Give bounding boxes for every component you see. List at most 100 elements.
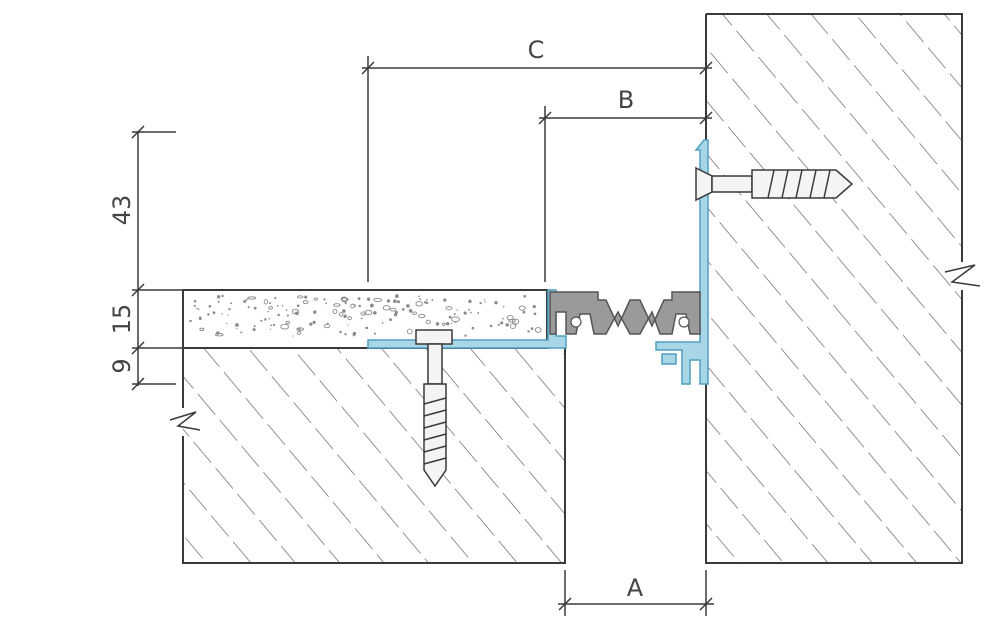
screed-aggregate-dot bbox=[468, 299, 472, 304]
aluminium-profile-right bbox=[655, 139, 709, 385]
screed-aggregate-dot bbox=[207, 313, 210, 316]
screed-aggregate-dot bbox=[453, 313, 456, 316]
dimension-b: B bbox=[538, 86, 713, 282]
screed-aggregate bbox=[189, 294, 542, 337]
screed-aggregate-dot bbox=[269, 302, 272, 305]
screed-aggregate-dot bbox=[500, 321, 504, 325]
screed-aggregate-dot bbox=[296, 304, 300, 308]
screed-aggregate-dot bbox=[502, 305, 505, 308]
screed-aggregate-dot bbox=[381, 322, 384, 324]
dimension-c-label: C bbox=[528, 36, 545, 64]
screed-aggregate-dot bbox=[347, 324, 349, 326]
screed-aggregate-dot bbox=[479, 301, 482, 305]
screed-aggregate-dot bbox=[360, 311, 367, 316]
screed-aggregate-dot bbox=[389, 307, 397, 312]
screed-aggregate-dot bbox=[235, 323, 239, 327]
screed-aggregate-dot bbox=[267, 310, 269, 313]
dimension-9-label: 9 bbox=[108, 358, 136, 373]
screed-aggregate-dot bbox=[323, 323, 331, 329]
screed-aggregate-dot bbox=[252, 328, 256, 332]
screed-aggregate-dot bbox=[366, 297, 371, 301]
screed-aggregate-dot bbox=[393, 299, 397, 304]
screed-aggregate-dot bbox=[463, 311, 467, 315]
screed-aggregate-dot bbox=[497, 323, 500, 326]
screed-aggregate-dot bbox=[448, 315, 452, 319]
screed-aggregate-dot bbox=[435, 322, 440, 326]
screed-aggregate-dot bbox=[393, 313, 398, 317]
screed-aggregate-dot bbox=[264, 318, 267, 321]
screed-aggregate-dot bbox=[365, 326, 369, 330]
screed-aggregate-dot bbox=[208, 304, 212, 308]
screed-aggregate-dot bbox=[477, 311, 480, 314]
left-concrete-slab bbox=[169, 348, 566, 564]
screed-aggregate-dot bbox=[470, 311, 472, 314]
screed-aggregate-dot bbox=[253, 325, 256, 328]
screed-aggregate-dot bbox=[227, 314, 229, 316]
screed-aggregate-dot bbox=[502, 317, 504, 320]
screed-aggregate-dot bbox=[253, 306, 257, 310]
screed-aggregate-dot bbox=[489, 324, 493, 328]
screed-aggregate-dot bbox=[243, 300, 247, 304]
screed-aggregate-dot bbox=[352, 331, 357, 336]
screed-aggregate-dot bbox=[236, 328, 238, 330]
screed-aggregate-dot bbox=[358, 304, 361, 308]
screed-aggregate-dot bbox=[527, 330, 530, 333]
screed-aggregate-dot bbox=[325, 302, 328, 305]
screed-aggregate-dot bbox=[406, 328, 413, 335]
screed-aggregate-dot bbox=[285, 309, 288, 311]
screed-aggregate-dot bbox=[523, 294, 527, 298]
screed-aggregate-dot bbox=[280, 323, 289, 330]
right-concrete-wall bbox=[705, 13, 981, 564]
screed-aggregate-dot bbox=[518, 305, 526, 311]
screed-aggregate-dot bbox=[269, 328, 272, 330]
dimension-b-label: B bbox=[618, 86, 634, 114]
dimension-vertical-chain: 43 15 9 bbox=[108, 125, 183, 391]
screed-aggregate-dot bbox=[268, 317, 271, 320]
rubber-insert bbox=[549, 291, 701, 335]
screed-aggregate-dot bbox=[506, 315, 514, 321]
screed-aggregate-dot bbox=[350, 303, 356, 309]
screed-aggregate-dot bbox=[373, 332, 376, 335]
screed-aggregate-dot bbox=[333, 303, 341, 307]
screed-aggregate-dot bbox=[415, 301, 423, 307]
screed-aggregate-dot bbox=[530, 327, 534, 330]
screed-aggregate-dot bbox=[446, 321, 450, 326]
screed-aggregate-dot bbox=[332, 308, 338, 314]
screed-aggregate-dot bbox=[323, 298, 326, 301]
dimension-43-label: 43 bbox=[108, 195, 136, 226]
screed-aggregate-dot bbox=[364, 309, 373, 316]
screed-aggregate-dot bbox=[274, 296, 277, 300]
screed-aggregate-dot bbox=[297, 330, 301, 335]
screed-aggregate-dot bbox=[511, 318, 520, 325]
screed-aggregate-dot bbox=[193, 299, 197, 303]
screed-aggregate-dot bbox=[286, 314, 289, 317]
screed-aggregate-dot bbox=[198, 317, 202, 321]
screed-aggregate-dot bbox=[304, 295, 308, 299]
dimension-15-label: 15 bbox=[108, 304, 136, 335]
screed-aggregate-dot bbox=[216, 295, 221, 299]
screed-aggregate-dot bbox=[426, 299, 428, 301]
screed-aggregate-dot bbox=[285, 320, 290, 325]
screed-aggregate-dot bbox=[373, 311, 377, 315]
screed-aggregate-dot bbox=[443, 298, 447, 302]
screed-aggregate-dot bbox=[360, 317, 363, 320]
screed-aggregate-dot bbox=[217, 300, 220, 303]
screed-aggregate-dot bbox=[451, 316, 460, 323]
screed-aggregate-dot bbox=[445, 306, 453, 311]
screed-aggregate-dot bbox=[247, 296, 257, 300]
screed-aggregate-dot bbox=[193, 304, 196, 307]
screed-aggregate-dot bbox=[533, 312, 537, 316]
screed-aggregate-dot bbox=[419, 298, 422, 300]
screed-aggregate-dot bbox=[471, 326, 475, 330]
screed-aggregate-dot bbox=[406, 304, 410, 308]
anchor-bolt-floor bbox=[415, 329, 453, 488]
anchor-bolt-wall bbox=[695, 166, 854, 202]
screed-aggregate-dot bbox=[260, 319, 263, 322]
screed-aggregate-dot bbox=[296, 295, 304, 299]
screed-aggregate-dot bbox=[431, 298, 434, 301]
screed-aggregate-dot bbox=[418, 295, 420, 298]
screed-aggregate-dot bbox=[196, 307, 198, 310]
screed-aggregate-dot bbox=[212, 311, 216, 315]
screed-aggregate-dot bbox=[494, 300, 498, 305]
